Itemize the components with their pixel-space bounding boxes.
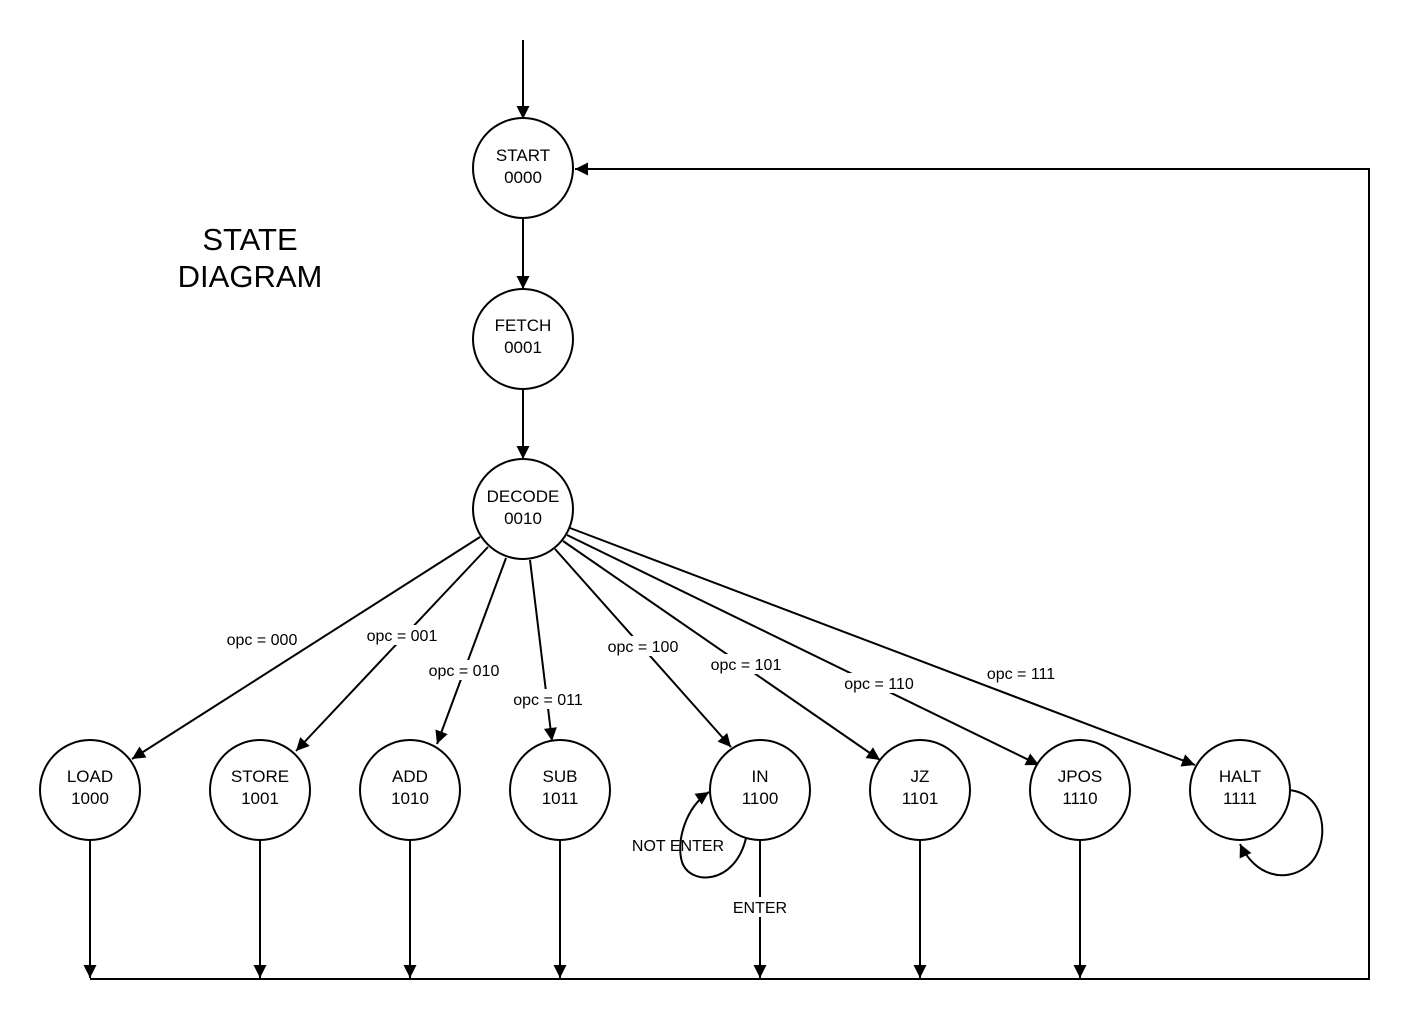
state-start: START 0000	[472, 117, 574, 219]
state-halt: HALT 1111	[1189, 739, 1291, 841]
state-load: LOAD 1000	[39, 739, 141, 841]
state-jpos-code: 1110	[1062, 789, 1097, 808]
state-start-code: 0000	[504, 168, 542, 187]
label-not-enter: NOT ENTER	[632, 838, 724, 855]
state-halt-name: HALT	[1219, 767, 1261, 786]
edge-halt-self-loop	[1239, 789, 1324, 877]
edge-decode-store	[295, 546, 489, 752]
state-decode-code: 0010	[504, 509, 542, 528]
state-add-code: 1010	[391, 789, 429, 808]
state-add: ADD 1010	[359, 739, 461, 841]
state-jpos-name: JPOS	[1058, 767, 1102, 786]
state-store-code: 1001	[241, 789, 279, 808]
state-jz: JZ 1101	[869, 739, 971, 841]
edges	[83, 40, 1370, 980]
edge-decode-sub	[529, 559, 557, 742]
state-fetch-name: FETCH	[495, 316, 552, 335]
state-in-name: IN	[752, 767, 769, 786]
state-jpos: JPOS 1110	[1029, 739, 1131, 841]
label-opc-110: opc = 110	[844, 676, 914, 693]
label-opc-101: opc = 101	[711, 657, 782, 674]
state-fetch: FETCH 0001	[472, 288, 574, 390]
state-jz-code: 1101	[902, 789, 939, 808]
state-fetch-code: 0001	[504, 338, 542, 357]
edge-labels: opc = 000 opc = 001 opc = 010 opc = 011 …	[227, 625, 1061, 917]
state-jz-name: JZ	[911, 767, 930, 786]
label-opc-111: opc = 111	[987, 666, 1055, 683]
state-store-name: STORE	[231, 767, 289, 786]
edge-in-self-loop	[679, 791, 747, 879]
label-enter: ENTER	[733, 900, 787, 917]
edge-decode-load	[131, 536, 481, 760]
state-in-code: 1100	[742, 789, 779, 808]
diagram-title: STATE DIAGRAM	[178, 222, 323, 294]
diagram-title-line2: DIAGRAM	[178, 259, 323, 294]
state-sub-code: 1011	[542, 789, 579, 808]
label-opc-100: opc = 100	[608, 639, 679, 656]
state-halt-code: 1111	[1223, 789, 1257, 808]
state-add-name: ADD	[392, 767, 428, 786]
state-decode-name: DECODE	[487, 487, 560, 506]
state-sub-name: SUB	[543, 767, 578, 786]
state-store: STORE 1001	[209, 739, 311, 841]
label-opc-000: opc = 000	[227, 632, 298, 649]
state-decode: DECODE 0010	[472, 458, 574, 560]
edge-decode-add	[435, 557, 507, 745]
edge-decode-jz	[562, 540, 881, 761]
state-load-code: 1000	[71, 789, 109, 808]
state-load-name: LOAD	[67, 767, 113, 786]
label-opc-001: opc = 001	[367, 628, 438, 645]
state-in: IN 1100	[709, 739, 811, 841]
edge-decode-halt	[569, 527, 1196, 767]
diagram-title-line1: STATE	[202, 222, 297, 257]
edge-decode-jpos	[566, 534, 1040, 766]
label-opc-010: opc = 010	[429, 663, 500, 680]
edge-return-bus	[90, 162, 1370, 980]
state-sub: SUB 1011	[509, 739, 611, 841]
state-start-name: START	[496, 146, 550, 165]
label-opc-011: opc = 011	[513, 692, 583, 709]
nodes: START 0000 FETCH 0001 DECODE 0010 LOAD 1…	[39, 117, 1291, 841]
